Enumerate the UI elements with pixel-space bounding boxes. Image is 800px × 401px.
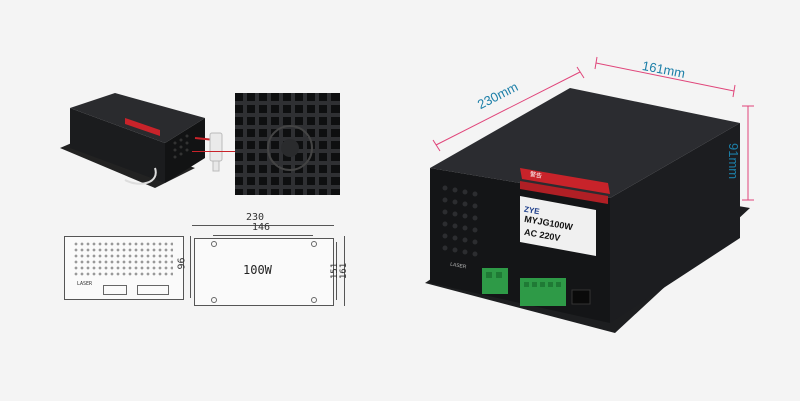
front-height-dim-line [190, 236, 191, 298]
product-photo-small [55, 88, 235, 198]
fan-closeup-photo [235, 93, 340, 195]
power-rating-label: 100W [243, 263, 272, 277]
drawing-connector-right [137, 285, 169, 295]
mount-hole [311, 241, 317, 247]
top-view-width-line [192, 225, 334, 226]
product-photo-main: ZYE MYJG100W AC 220V 警告 LASER [420, 78, 760, 338]
vent-hole-pattern [73, 241, 173, 277]
front-height-dim-label: 96 [176, 257, 188, 270]
hole-spacing-label: 146 [252, 222, 271, 233]
top-view-drawing: 100W [194, 238, 334, 306]
psu-small-illustration [60, 93, 223, 188]
mount-hole [311, 297, 317, 303]
drawing-port-label: LASER [77, 281, 93, 287]
psu-main-illustration [425, 88, 750, 333]
front-view-drawing: LASER [64, 236, 184, 300]
mount-hole [211, 241, 217, 247]
warning-label: 警告 [529, 171, 543, 180]
height-dimension-label: 91mm [726, 143, 741, 180]
top-view-width-label: 230 [246, 212, 265, 223]
side-outer-dim-label: 161 [339, 262, 350, 280]
mount-hole [211, 297, 217, 303]
zoom-connector-line [192, 151, 240, 152]
side-outer-dim-line [344, 236, 345, 306]
drawing-small-text: LASER [77, 281, 92, 287]
drawing-connector-left [103, 285, 127, 295]
fan-grille-illustration [235, 93, 340, 195]
side-inner-dim-line [336, 242, 337, 300]
hole-spacing-line [213, 235, 313, 236]
